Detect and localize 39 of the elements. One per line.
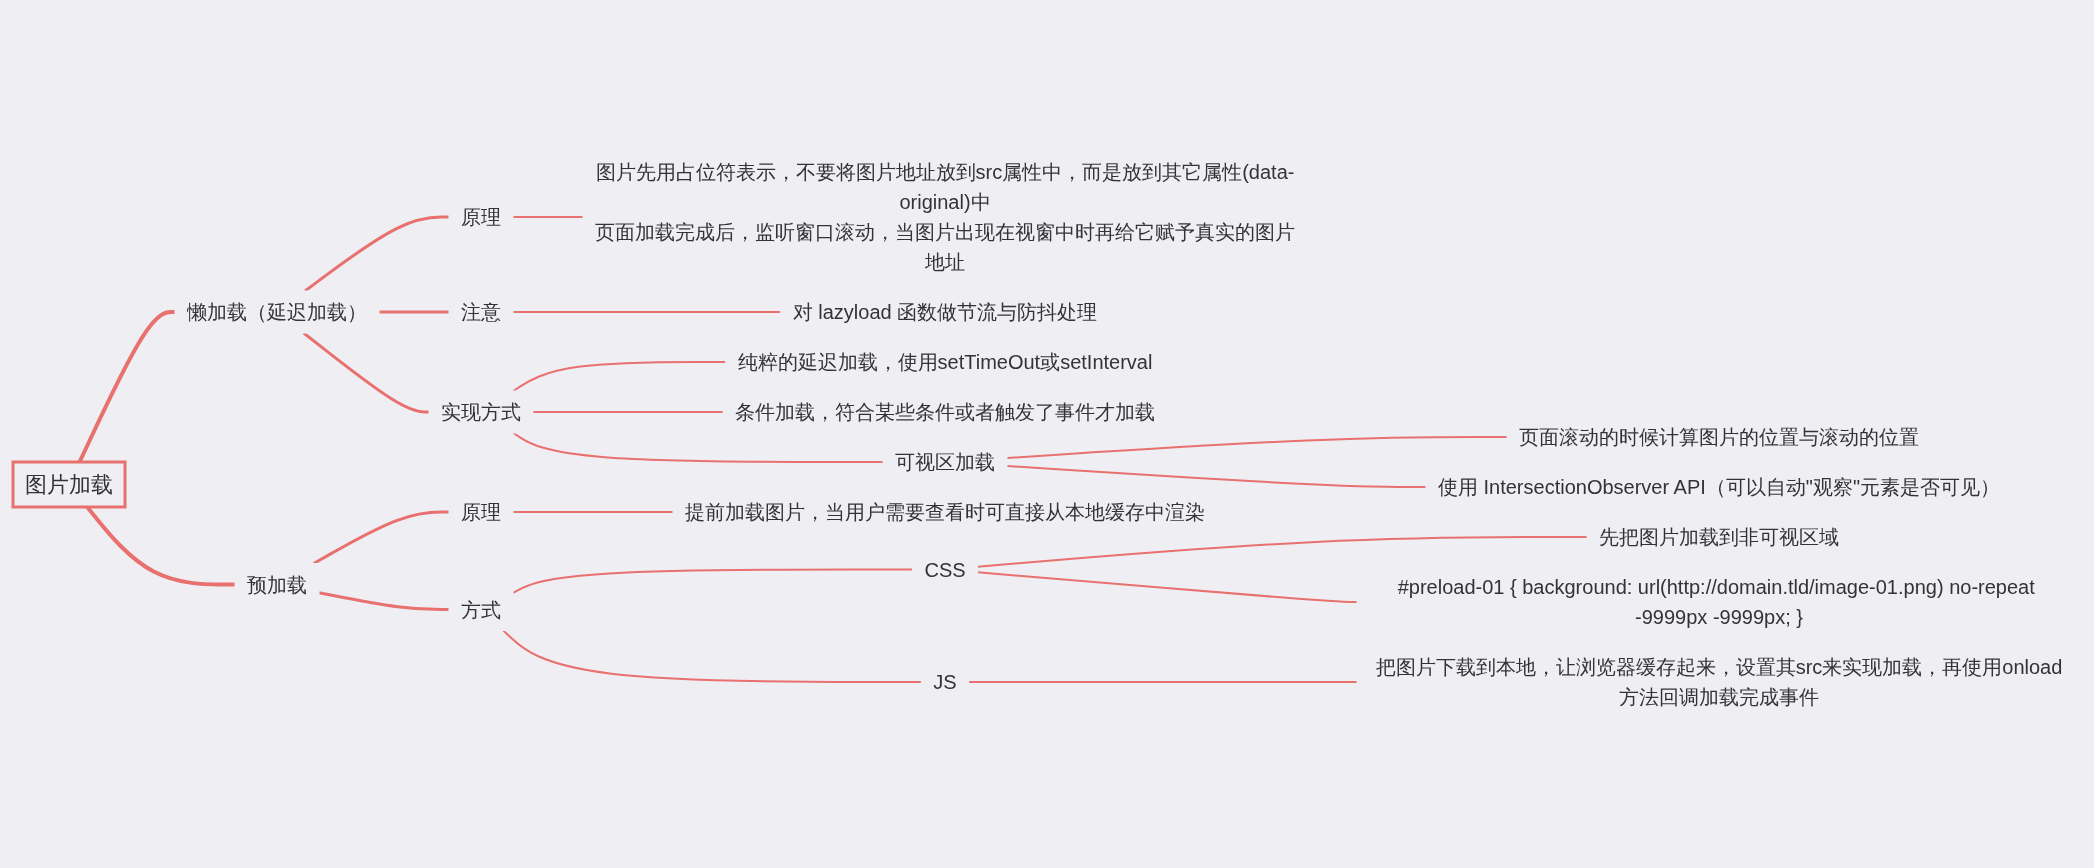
connector <box>512 431 884 463</box>
node-text: 实现方式 <box>441 400 521 423</box>
node-text: 把图片下载到本地，让浏览器缓存起来，设置其src来实现加载，再使用onload方法回调加载完成事件 <box>1375 655 2063 708</box>
node-text: 先把图片加载到非可视区域 <box>1599 525 1839 548</box>
node-text: 提前加载图片，当用户需要查看时可直接从本地缓存中渲染 <box>685 500 1205 523</box>
connector <box>976 570 1358 603</box>
connector <box>532 410 724 413</box>
node-text: 方式 <box>461 598 501 620</box>
node-text: 条件加载，符合某些条件或者触发了事件才加载 <box>735 400 1155 423</box>
node-text: 图片先用占位符表示，不要将图片地址放到src属性中，而是放到其它属性(data-original)中 页面加载完成后，监听窗口滚动，当图片出现在视窗中时再给它赋予真实的图片地址 <box>595 160 1295 273</box>
node-text: CSS <box>924 558 966 580</box>
node-text: 原理 <box>461 205 501 228</box>
node-text: 注意 <box>461 300 501 323</box>
connector <box>512 215 584 218</box>
node-text: 预加载 <box>247 573 307 595</box>
connector <box>318 590 449 611</box>
node-text: 纯粹的延迟加载，使用setTimeOut或setInterval <box>737 350 1153 373</box>
node-box: 图片加载 <box>11 460 127 508</box>
connector <box>967 680 1358 683</box>
connector <box>379 310 449 313</box>
connector <box>512 510 674 513</box>
connector <box>512 568 914 594</box>
connector <box>1006 464 1427 488</box>
connector <box>313 510 449 565</box>
node-text: 原理 <box>461 500 501 523</box>
node-text: 页面滚动的时候计算图片的位置与滚动的位置 <box>1519 425 1919 448</box>
connector <box>512 360 727 392</box>
node-text: #preload-01 { background: url(http://domain.tld/image-01.png) no-repeat -9999px -9999px; } <box>1397 575 2035 628</box>
node-text: JS <box>933 670 957 693</box>
node-text: 使用 IntersectionObserver API（可以自动"观察"元素是否可见） <box>1437 475 2001 498</box>
connector <box>976 535 1588 568</box>
node-text: 可视区加载 <box>895 450 995 473</box>
connector <box>512 310 782 313</box>
connector <box>1006 435 1508 459</box>
node-text: 懒加载（延迟加载） <box>187 300 367 323</box>
connector <box>302 331 429 413</box>
connector <box>502 629 923 683</box>
node-text: 对 lazyload 函数做节流与防抖处理 <box>792 300 1098 323</box>
connector <box>304 215 449 292</box>
